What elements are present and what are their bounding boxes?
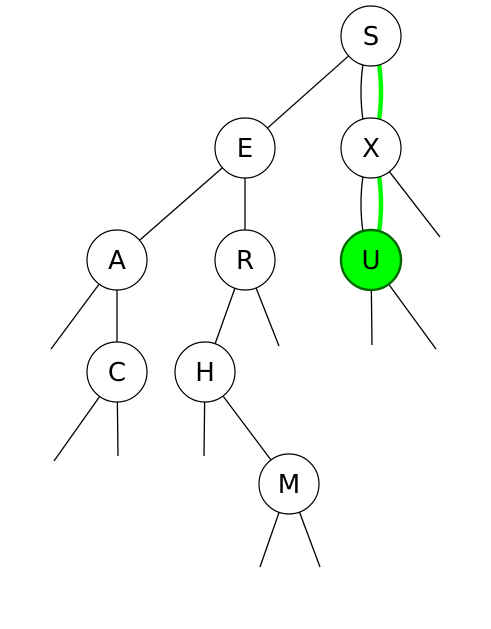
- null-link-C-6: [116, 401, 119, 457]
- null-link-U-3: [370, 289, 373, 346]
- null-link-X-0: [388, 171, 441, 238]
- tree-node-circle-M: [258, 453, 320, 515]
- edge-X-U: [360, 175, 364, 233]
- edges-layer: [116, 55, 364, 461]
- null-link-M-8: [259, 512, 280, 568]
- null-link-C-5: [53, 396, 101, 462]
- tree-node-label-A: A: [108, 246, 126, 276]
- tree-node-A: A: [86, 229, 148, 291]
- tree-node-circle-X: [340, 117, 402, 179]
- tree-node-label-M: M: [278, 470, 300, 500]
- tree-node-label-R: R: [236, 246, 254, 276]
- tree-node-U: U: [339, 228, 403, 292]
- highlight-path-layer: [376, 63, 384, 233]
- tree-node-H: H: [174, 341, 236, 403]
- highlight-path-S-X: [376, 63, 384, 121]
- tree-node-circle-U: [339, 228, 403, 292]
- null-links-layer: [50, 171, 441, 568]
- tree-node-S: S: [340, 5, 402, 67]
- tree-node-label-H: H: [195, 358, 215, 388]
- tree-node-C: C: [86, 341, 148, 403]
- tree-node-R: R: [214, 229, 276, 291]
- tree-node-circle-R: [214, 229, 276, 291]
- tree-node-E: E: [214, 117, 276, 179]
- edge-S-X: [360, 63, 364, 121]
- edge-E-A: [139, 167, 223, 241]
- tree-node-label-E: E: [237, 134, 253, 164]
- null-link-H-7: [203, 401, 206, 457]
- edge-R-H: [214, 288, 236, 344]
- tree-node-circle-E: [214, 117, 276, 179]
- tree-node-circle-H: [174, 341, 236, 403]
- null-link-U-4: [388, 283, 437, 350]
- highlight-path-X-U: [376, 175, 384, 233]
- tree-node-label-X: X: [362, 134, 380, 164]
- tree-node-circle-S: [340, 5, 402, 67]
- tree-node-X: X: [340, 117, 402, 179]
- tree-node-circle-A: [86, 229, 148, 291]
- tree-node-label-S: S: [363, 22, 380, 52]
- null-link-M-9: [298, 511, 321, 568]
- tree-node-M: M: [258, 453, 320, 515]
- nodes-layer: S E X A R U C H M: [86, 5, 403, 515]
- edge-H-M: [222, 395, 272, 461]
- edge-S-E: [266, 55, 350, 129]
- tree-node-label-C: C: [108, 358, 126, 388]
- null-link-R-2: [255, 287, 280, 347]
- null-link-A-1: [50, 283, 100, 350]
- tree-node-label-U: U: [361, 246, 380, 276]
- tree-node-circle-C: [86, 341, 148, 403]
